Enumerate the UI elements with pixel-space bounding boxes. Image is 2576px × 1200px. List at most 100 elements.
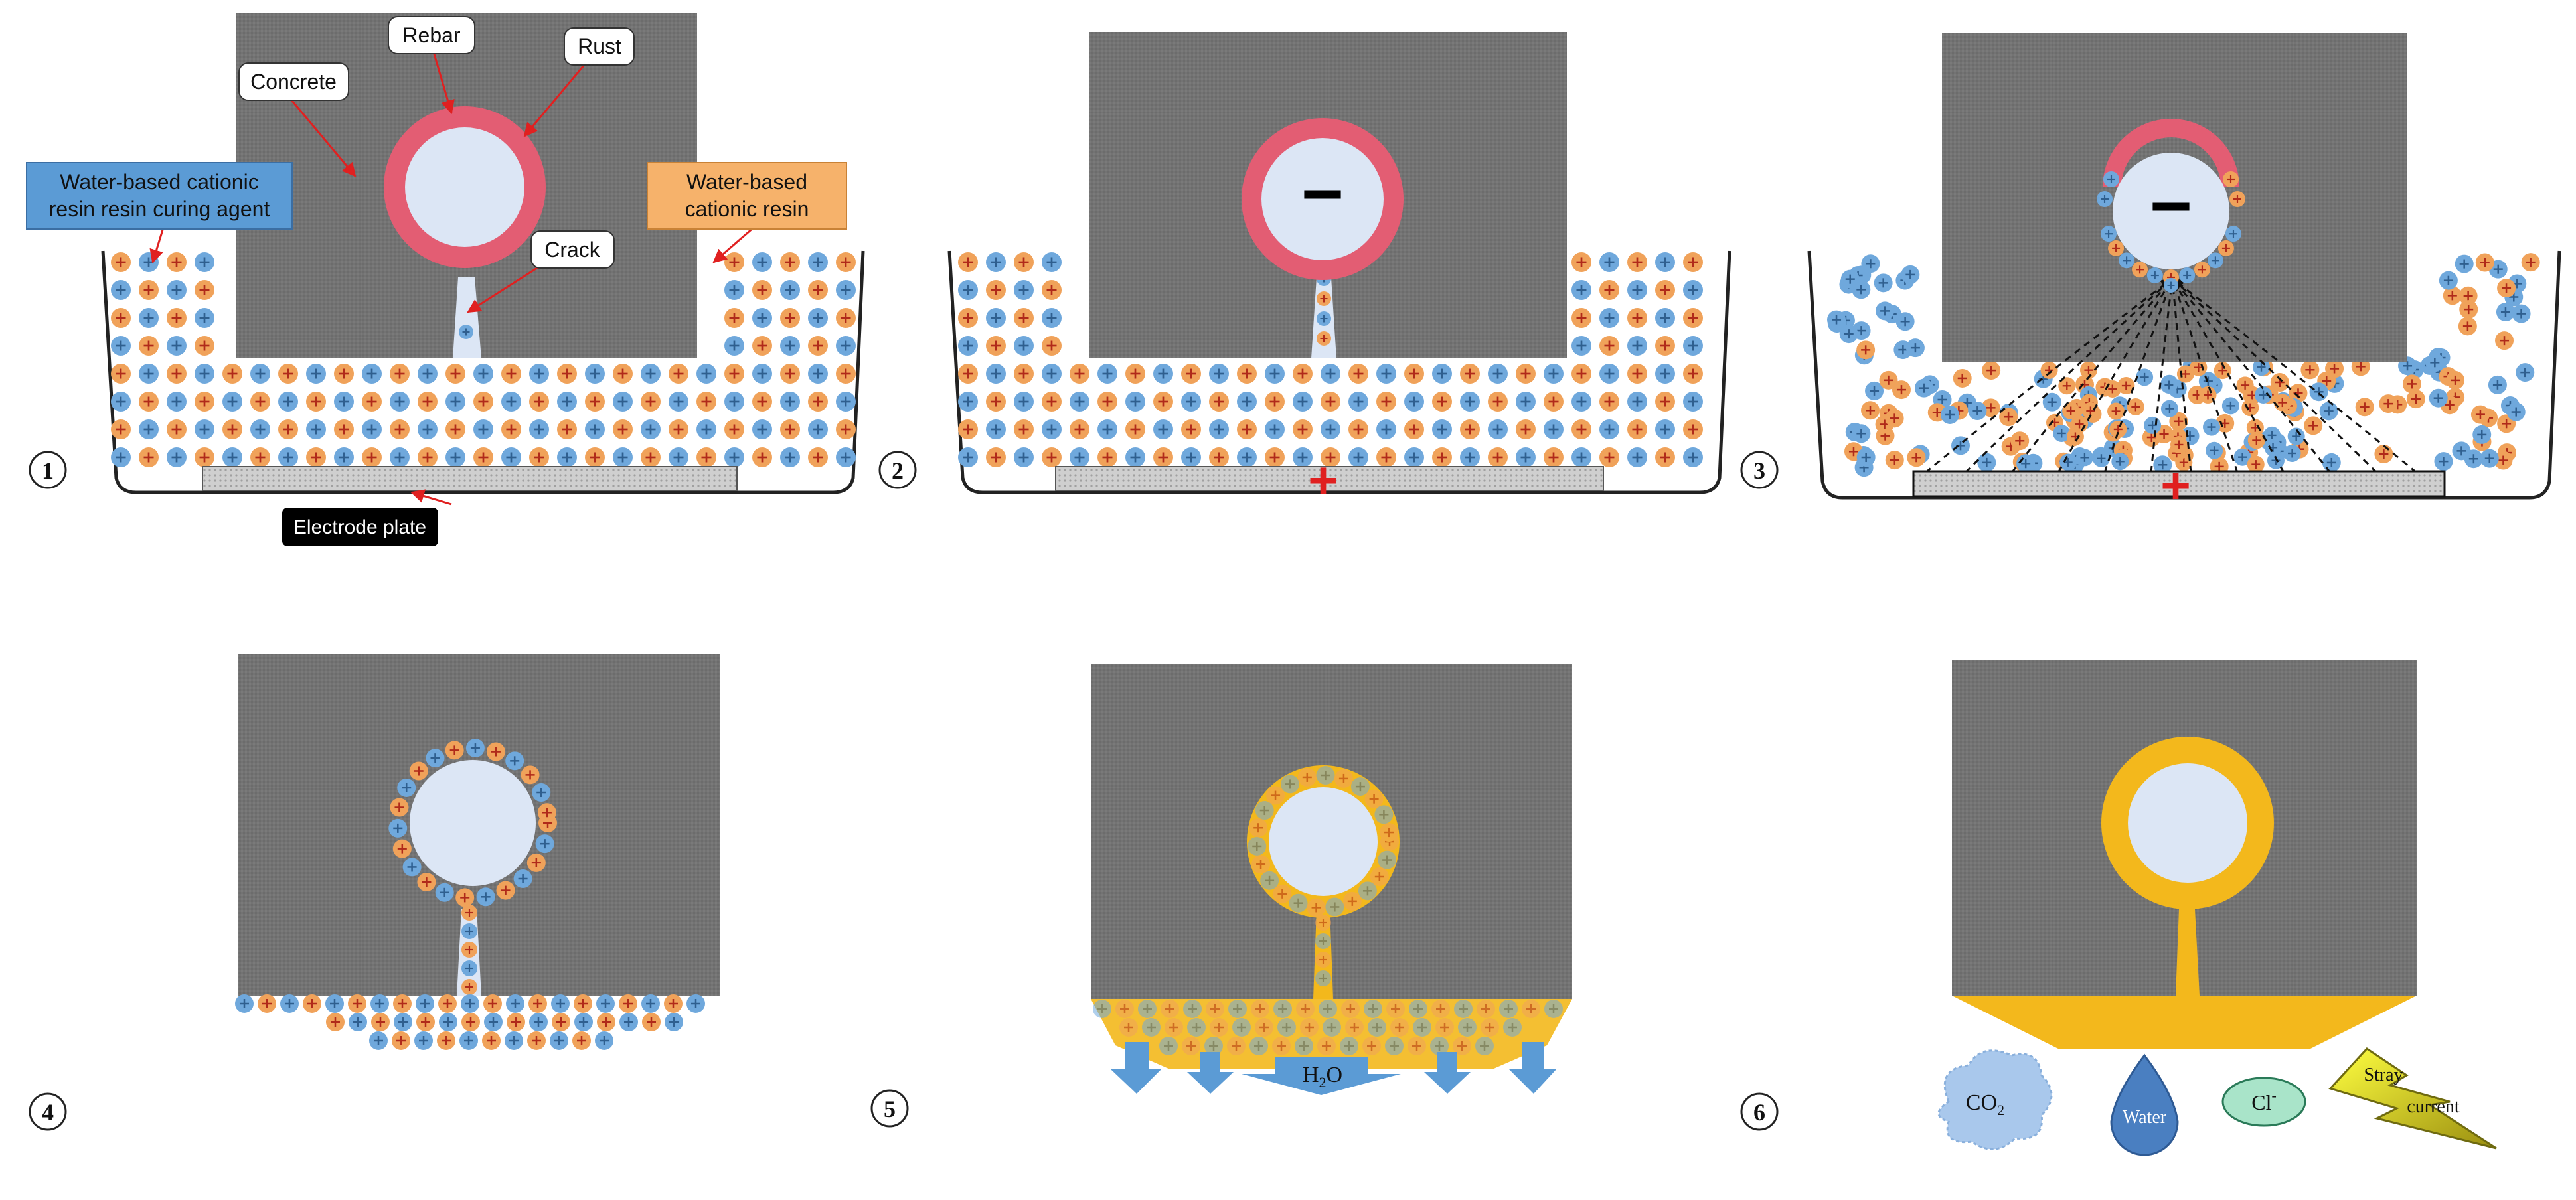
coalescing-particles bbox=[1093, 766, 1563, 1055]
anion-particle bbox=[139, 364, 159, 384]
anion-particle bbox=[2097, 191, 2113, 207]
anion-particle bbox=[369, 1031, 388, 1050]
cation-particle bbox=[1516, 419, 1536, 439]
cation-particle bbox=[2108, 240, 2125, 256]
cation-particle bbox=[1153, 447, 1173, 467]
cation-particle bbox=[1435, 1018, 1454, 1037]
cation-particle bbox=[1265, 447, 1285, 467]
cation-particle bbox=[167, 308, 187, 328]
cation-particle bbox=[641, 447, 661, 467]
anion-particle bbox=[506, 994, 524, 1013]
cation-particle bbox=[2374, 445, 2393, 464]
field-line bbox=[2057, 277, 2174, 473]
anion-particle bbox=[780, 336, 800, 356]
anion-particle bbox=[2434, 452, 2453, 471]
electrode-plate bbox=[202, 466, 738, 491]
cation-particle bbox=[306, 447, 326, 467]
anion-particle bbox=[139, 419, 159, 439]
field-line bbox=[1964, 277, 2174, 474]
cation-particle bbox=[2247, 455, 2265, 473]
cation-particle bbox=[1627, 419, 1647, 439]
cation-particle bbox=[1522, 1000, 1540, 1018]
cation-particle bbox=[1181, 364, 1201, 384]
cation-particle bbox=[1153, 392, 1173, 412]
particle-field bbox=[958, 252, 1703, 467]
anion-particle bbox=[613, 392, 633, 412]
anion-particle bbox=[2516, 363, 2535, 382]
cationic-resin-label-line2: cationic resin bbox=[685, 197, 809, 221]
cation-particle bbox=[1571, 308, 1591, 328]
anion-particle bbox=[1181, 447, 1201, 467]
anion-particle bbox=[1458, 1018, 1477, 1037]
anion-particle bbox=[1941, 405, 1960, 424]
cation-particle bbox=[2458, 317, 2477, 336]
cured-crack-fill bbox=[2176, 909, 2200, 996]
cation-particle bbox=[1431, 1000, 1450, 1018]
tank bbox=[947, 250, 1731, 494]
anion-particle bbox=[780, 280, 800, 300]
cation-particle bbox=[1014, 252, 1034, 272]
cation-particle bbox=[724, 252, 744, 272]
cation-particle bbox=[1655, 336, 1675, 356]
anion-particle bbox=[2136, 368, 2154, 386]
step-number-6: 6 bbox=[1753, 1099, 1765, 1126]
anion-particle bbox=[414, 1031, 433, 1050]
cation-particle bbox=[1376, 447, 1396, 467]
anion-particle bbox=[2146, 267, 2163, 284]
particle-field bbox=[111, 252, 856, 467]
anion-particle bbox=[2119, 252, 2135, 269]
anion-particle bbox=[2206, 441, 2223, 459]
cation-particle bbox=[1348, 364, 1368, 384]
field-line bbox=[2103, 277, 2174, 473]
positive-charge-sign: + bbox=[1308, 451, 1338, 509]
anion-particle bbox=[1544, 364, 1564, 384]
rebar bbox=[1269, 787, 1378, 896]
cation-particle bbox=[836, 252, 856, 272]
anion-particle bbox=[2512, 304, 2531, 323]
cation-particle bbox=[1982, 361, 2001, 380]
cation-particle bbox=[572, 1031, 591, 1050]
anion-particle bbox=[557, 392, 577, 412]
anion-particle bbox=[2207, 252, 2223, 269]
anion-particle bbox=[1499, 1000, 1518, 1018]
anion-particle bbox=[2053, 424, 2071, 442]
anion-particle bbox=[808, 252, 828, 272]
cation-particle bbox=[1999, 408, 2018, 427]
cation-particle bbox=[1161, 1000, 1179, 1018]
cation-particle bbox=[574, 994, 592, 1013]
anion-particle bbox=[1228, 1000, 1247, 1018]
cation-particle bbox=[2132, 262, 2148, 278]
anion-particle bbox=[2221, 397, 2239, 415]
anion-particle bbox=[613, 447, 633, 467]
cation-particle bbox=[557, 419, 577, 439]
cation-particle bbox=[585, 447, 605, 467]
anion-particle bbox=[1409, 1000, 1427, 1018]
anion-particle bbox=[195, 364, 214, 384]
anion-particle bbox=[1277, 1018, 1296, 1037]
cation-particle bbox=[585, 392, 605, 412]
cation-particle bbox=[958, 308, 978, 328]
anion-particle bbox=[2144, 416, 2162, 434]
cation-particle bbox=[390, 364, 410, 384]
cation-particle bbox=[1206, 1000, 1224, 1018]
cation-particle bbox=[780, 419, 800, 439]
cation-particle bbox=[752, 447, 772, 467]
cation-particle bbox=[664, 994, 683, 1013]
cation-particle bbox=[1386, 1000, 1405, 1018]
anion-particle bbox=[167, 392, 187, 412]
cation-particle bbox=[1544, 447, 1564, 467]
cation-particle bbox=[1655, 392, 1675, 412]
cation-particle bbox=[139, 280, 159, 300]
anion-particle bbox=[1293, 447, 1313, 467]
cation-particle bbox=[1655, 447, 1675, 467]
cation-particle bbox=[1683, 308, 1703, 328]
cation-particle bbox=[461, 1013, 480, 1031]
anion-particle bbox=[416, 994, 434, 1013]
anion-particle bbox=[1014, 280, 1034, 300]
anion-particle bbox=[1125, 392, 1145, 412]
cation-particle bbox=[986, 392, 1006, 412]
cation-particle bbox=[2217, 240, 2234, 256]
anion-particle bbox=[1599, 419, 1619, 439]
anion-particle bbox=[1454, 1000, 1473, 1018]
cation-particle bbox=[2247, 431, 2265, 449]
